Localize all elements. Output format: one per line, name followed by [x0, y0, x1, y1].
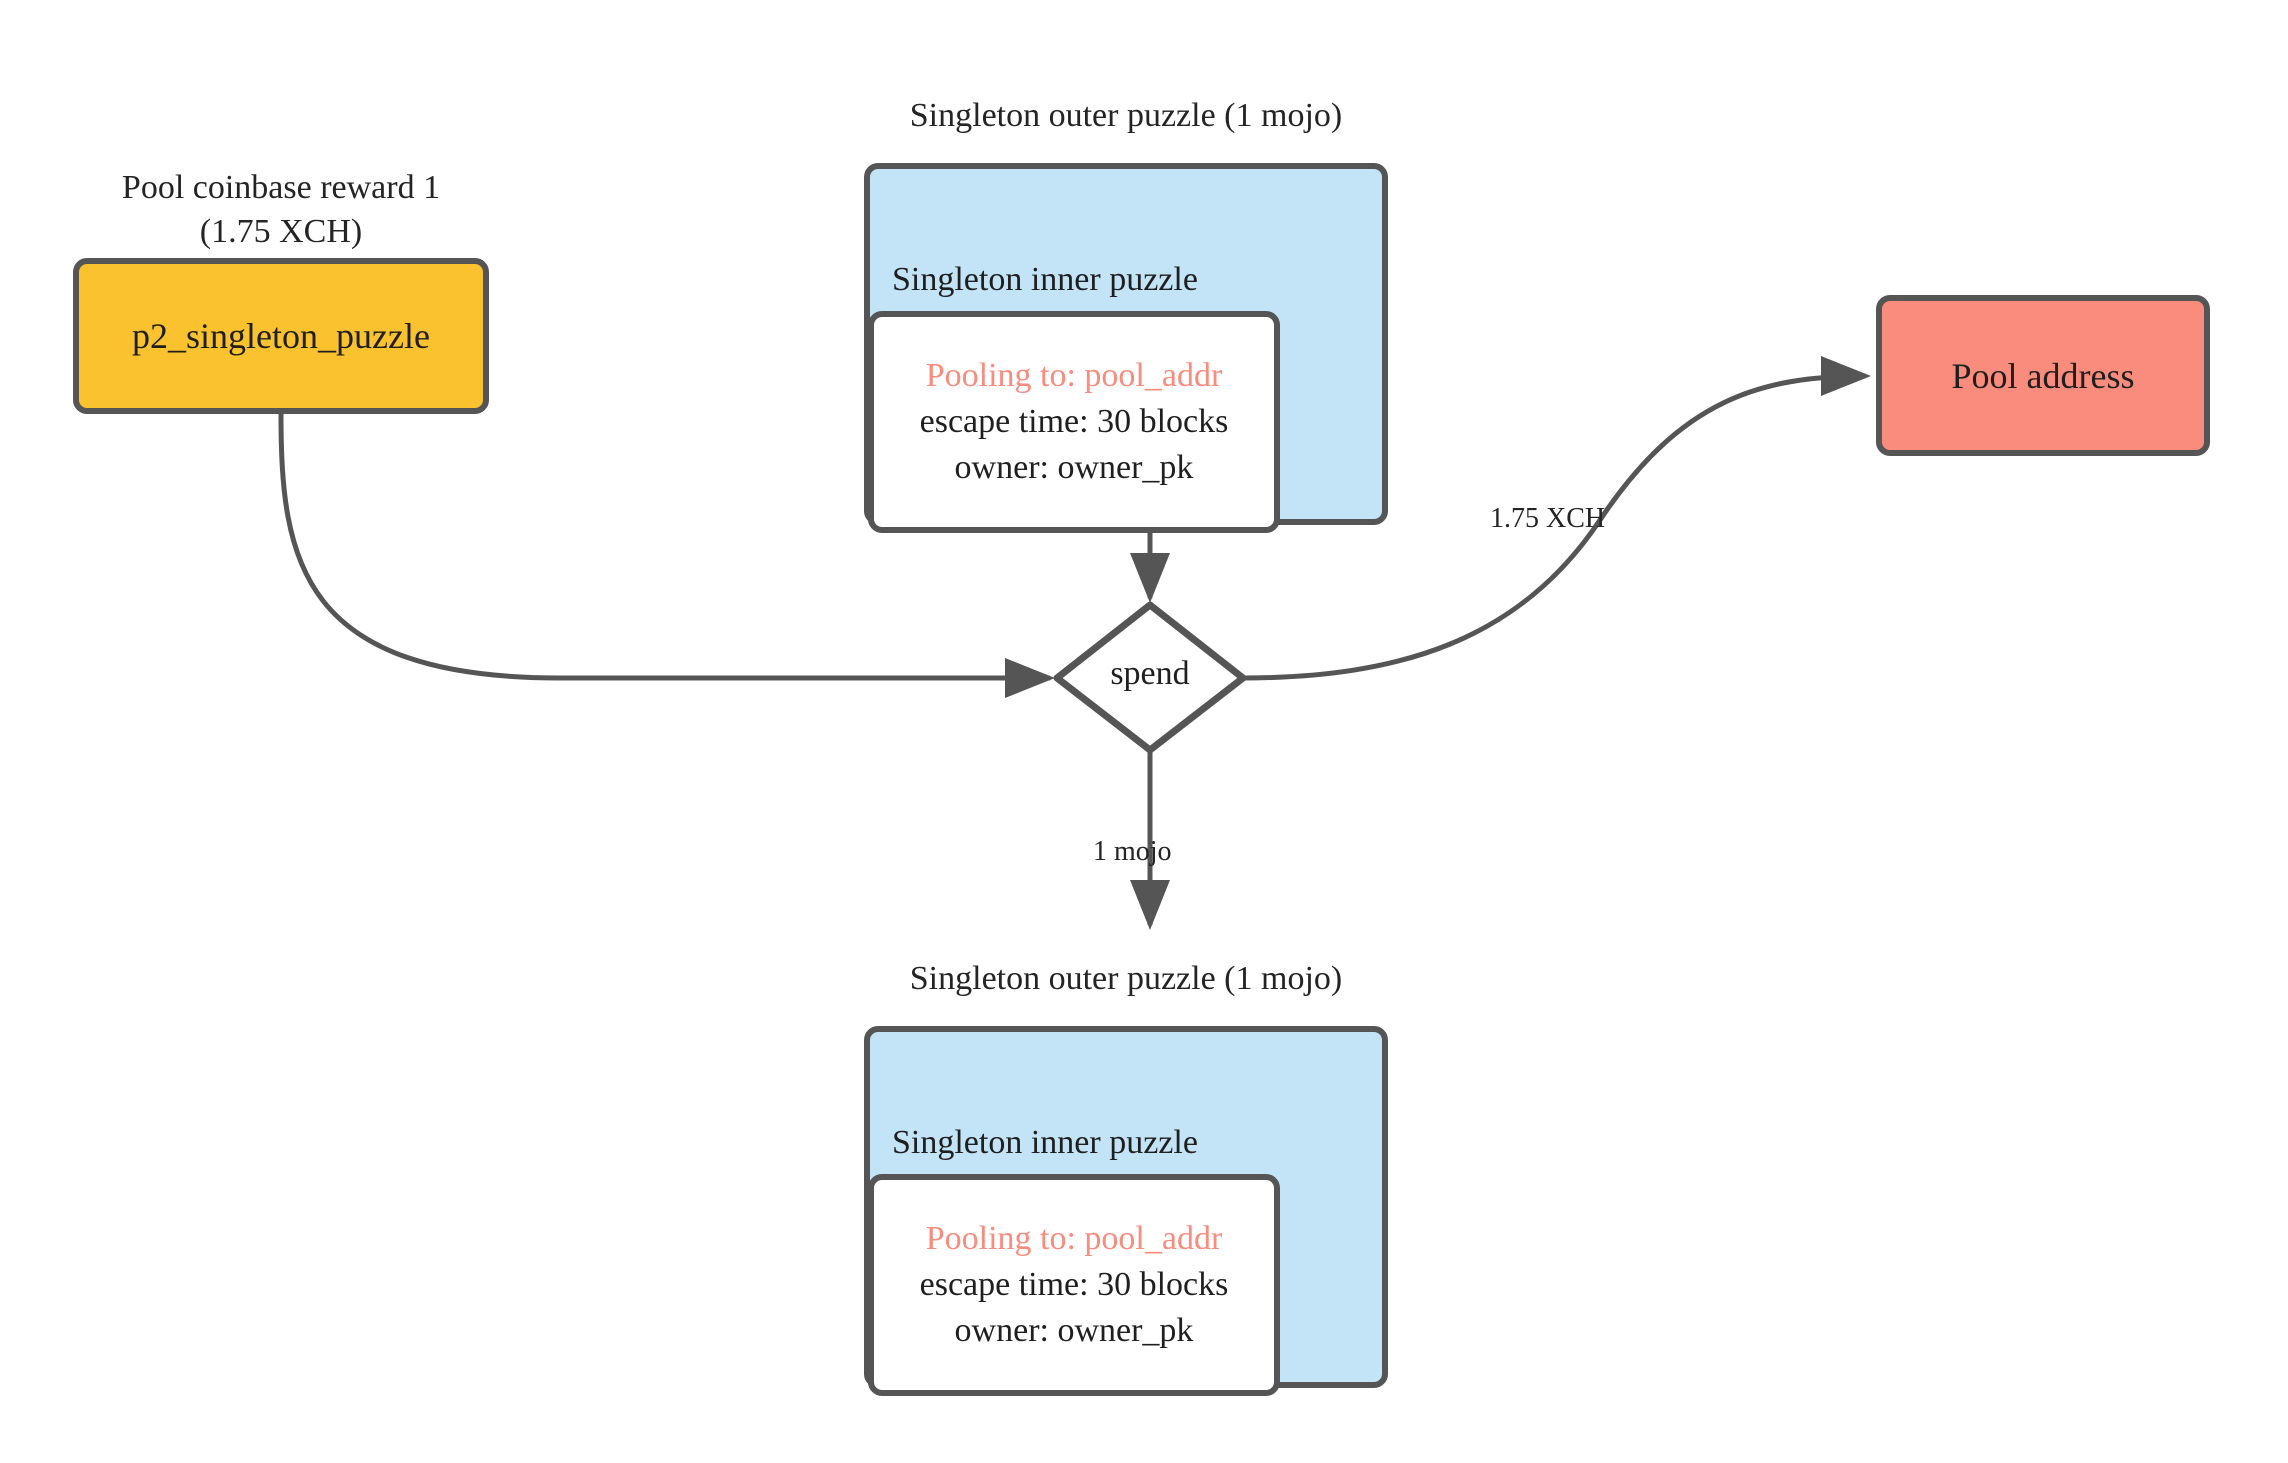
spend-label: spend [1110, 655, 1190, 692]
singleton-outer-puzzle-bottom[interactable]: Singleton inner puzzle Pooling to: pool_… [864, 1026, 1388, 1396]
p2-singleton-puzzle-label: p2_singleton_puzzle [132, 316, 430, 356]
pool-address-label: Pool address [1951, 355, 2135, 396]
owner-line-bottom: owner: owner_pk [954, 1312, 1194, 1349]
singleton-bottom-caption: Singleton outer puzzle (1 mojo) [909, 960, 1343, 997]
pool-address-node[interactable]: Pool address [1876, 295, 2210, 456]
p2-singleton-puzzle-node[interactable]: p2_singleton_puzzle [73, 258, 489, 414]
singleton-inner-puzzle-title-bottom: Singleton inner puzzle [892, 1124, 1198, 1161]
pooling-to-line-bottom: Pooling to: pool_addr [925, 1220, 1223, 1257]
edge-label-xch: 1.75 XCH [1490, 503, 1606, 534]
escape-time-line-bottom: escape time: 30 blocks [919, 1266, 1229, 1303]
singleton-top-caption: Singleton outer puzzle (1 mojo) [909, 97, 1343, 134]
edge-label-mojo: 1 mojo [1093, 836, 1172, 867]
singleton-inner-puzzle-body-bottom[interactable]: Pooling to: pool_addr escape time: 30 bl… [868, 1174, 1280, 1396]
coinbase-caption-line2: (1.75 XCH) [199, 213, 363, 250]
singleton-inner-puzzle-body-top[interactable]: Pooling to: pool_addr escape time: 30 bl… [868, 311, 1280, 533]
singleton-outer-puzzle-top[interactable]: Singleton inner puzzle Pooling to: pool_… [864, 163, 1388, 533]
coinbase-caption-line1: Pool coinbase reward 1 [121, 169, 441, 206]
singleton-inner-puzzle-title-top: Singleton inner puzzle [892, 261, 1198, 298]
owner-line-top: owner: owner_pk [954, 449, 1194, 486]
escape-time-line-top: escape time: 30 blocks [919, 403, 1229, 440]
pooling-to-line-top: Pooling to: pool_addr [925, 357, 1223, 394]
